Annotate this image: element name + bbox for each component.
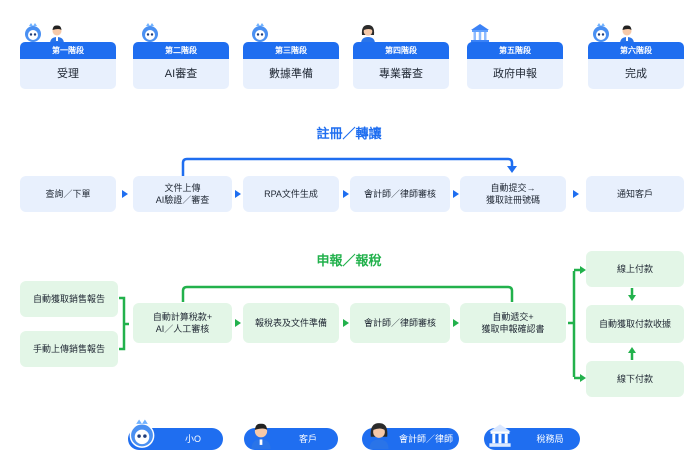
stage-2: 第二階段 AI審查 — [133, 22, 229, 90]
tax-input-auto: 自動獲取銷售報告 — [20, 281, 118, 317]
step-label: 文件上傳 AI驗證／審查 — [155, 183, 210, 205]
step-label: 報稅表及文件準備 — [254, 318, 327, 328]
stage-label: 第三階段 — [243, 42, 339, 59]
reg-step-review: 會計師／律師審核 — [350, 176, 450, 212]
payment-label: 自動獲取付款收據 — [598, 319, 671, 329]
tax-step-submit: 自動遞交+ 獲取申報確認書 — [460, 303, 566, 343]
payment-auto-receipt: 自動獲取付款收據 — [586, 305, 684, 343]
step-label: 自動提交→ 獲取註冊號碼 — [485, 183, 540, 205]
reg-step-submit: 自動提交→ 獲取註冊號碼 — [460, 176, 566, 212]
customer-icon — [620, 25, 634, 44]
stage-4: 第四階段 專業審查 — [353, 22, 449, 90]
legend-accountant: 會計師／律師 — [362, 423, 459, 450]
input-label: 自動獲取銷售報告 — [32, 294, 105, 304]
registration-title: 註冊／轉讓 — [316, 126, 382, 141]
step-label: RPA文件生成 — [264, 189, 318, 199]
legend-robot: 小O — [128, 419, 223, 450]
tax-step-calc: 自動計算稅款+ AI／人工審核 — [133, 303, 232, 343]
stage-label: 第一階段 — [20, 42, 116, 59]
robot-icon — [593, 23, 609, 42]
arrow-right-icon — [122, 190, 128, 198]
tax-step-prepare: 報稅表及文件準備 — [243, 303, 339, 343]
arrow-right-icon — [453, 319, 459, 327]
reg-step-upload: 文件上傳 AI驗證／審查 — [133, 176, 232, 212]
legend-tax-bureau: 稅務局 — [484, 424, 580, 450]
legend-label: 小O — [184, 434, 201, 444]
payment-online: 線上付款 — [586, 251, 684, 287]
arrow-right-icon — [573, 190, 579, 198]
legend-label: 會計師／律師 — [398, 434, 453, 444]
arrow-right-icon — [343, 190, 349, 198]
customer-icon — [251, 423, 271, 449]
step-label: 自動遞交+ 獲取申報確認書 — [481, 312, 545, 334]
robot-icon — [142, 23, 158, 42]
arrow-right-icon — [453, 190, 459, 198]
stage-6: 第六階段 完成 — [588, 22, 684, 90]
reg-step-order: 查詢／下單 — [20, 176, 116, 212]
stage-1: 第一階段 受理 — [20, 22, 116, 90]
robot-icon — [129, 419, 155, 448]
stage-name: 數據準備 — [243, 59, 339, 89]
arrow-right-icon — [235, 190, 241, 198]
stage-label: 第六階段 — [588, 42, 684, 59]
arrow-right-icon — [343, 319, 349, 327]
payment-label: 線上付款 — [616, 264, 653, 274]
step-label: 通知客戶 — [616, 189, 653, 199]
stage-name: AI審查 — [133, 59, 229, 89]
stage-name: 專業審查 — [353, 59, 449, 89]
legend-label: 稅務局 — [536, 434, 564, 444]
customer-icon — [50, 25, 64, 44]
input-label: 手動上傳銷售報告 — [32, 344, 105, 354]
government-building-icon — [471, 24, 489, 43]
reg-step-rpa: RPA文件生成 — [243, 176, 339, 212]
step-label: 自動計算稅款+ AI／人工審核 — [152, 312, 213, 334]
stage-label: 第二階段 — [133, 42, 229, 59]
arrow-right-icon — [235, 319, 241, 327]
tax-title: 申報／報稅 — [316, 253, 382, 268]
legend-label: 客戶 — [298, 434, 317, 444]
tax-input-manual: 手動上傳銷售報告 — [20, 331, 118, 367]
robot-icon — [252, 23, 268, 42]
stage-label: 第五階段 — [467, 42, 563, 59]
accountant-icon — [369, 423, 389, 449]
stage-name: 受理 — [20, 59, 116, 89]
stage-name: 完成 — [588, 59, 684, 89]
reg-step-notify: 通知客戶 — [586, 176, 684, 212]
legend-customer: 客戶 — [244, 423, 338, 450]
stage-label: 第四階段 — [353, 42, 449, 59]
accountant-icon — [361, 25, 375, 44]
tax-step-review: 會計師／律師審核 — [350, 303, 450, 343]
payment-offline: 線下付款 — [586, 361, 684, 397]
stage-3: 第三階段 數據準備 — [243, 22, 339, 90]
government-building-icon — [489, 424, 511, 447]
robot-icon — [25, 23, 41, 42]
stage-5: 第五階段 政府申報 — [467, 22, 563, 90]
step-label: 查詢／下單 — [45, 189, 91, 199]
payment-label: 線下付款 — [616, 374, 653, 384]
step-label: 會計師／律師審核 — [363, 318, 436, 328]
step-label: 會計師／律師審核 — [363, 189, 436, 199]
stage-name: 政府申報 — [467, 59, 563, 89]
